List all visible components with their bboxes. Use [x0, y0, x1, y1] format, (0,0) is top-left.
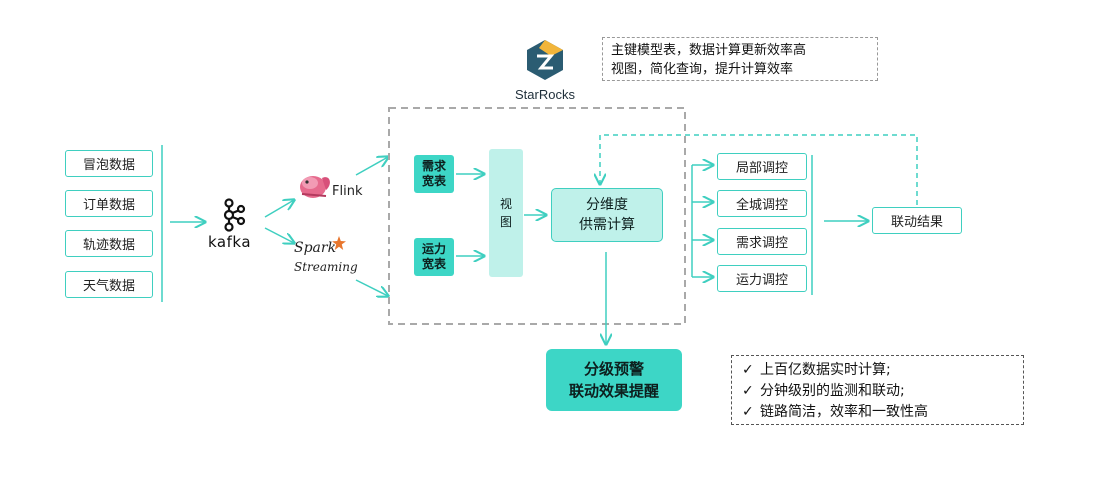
source-box-weather: 天气数据 [65, 271, 153, 298]
calc-line1: 分维度 [586, 197, 628, 213]
linkage-result: 联动结果 [872, 207, 962, 234]
source-box-bubble: 冒泡数据 [65, 150, 153, 177]
kafka-logo-icon [223, 198, 246, 232]
capacity-wide-table: 运力 宽表 [414, 238, 454, 276]
view-line1: 视 [499, 197, 512, 211]
demand-table-line2: 宽表 [421, 174, 446, 188]
benefit-item: ✓上百亿数据实时计算; [742, 360, 1013, 381]
check-icon: ✓ [742, 362, 754, 378]
benefit-item: ✓链路简洁，效率和一致性高 [742, 402, 1013, 423]
starrocks-note-line1: 主键模型表，数据计算更新效率高 [611, 43, 807, 58]
benefits-box: ✓上百亿数据实时计算; ✓分钟级别的监测和联动; ✓链路简洁，效率和一致性高 [731, 355, 1024, 425]
control-local: 局部调控 [717, 153, 807, 180]
flink-squirrel-icon [300, 176, 330, 198]
starrocks-label: StarRocks [515, 87, 575, 102]
starrocks-note-line2: 视图，简化查询，提升计算效率 [611, 62, 794, 77]
alert-line2: 联动效果提醒 [568, 382, 659, 400]
spark-star-icon [332, 236, 346, 250]
source-box-trajectory: 轨迹数据 [65, 230, 153, 257]
control-demand: 需求调控 [717, 228, 807, 255]
demand-wide-table: 需求 宽表 [414, 155, 454, 193]
kafka-logo: kafka [208, 198, 252, 254]
capacity-table-line2: 宽表 [421, 257, 446, 271]
alert-line1: 分级预警 [583, 360, 644, 378]
streaming-label: Streaming [294, 260, 358, 274]
control-capacity: 运力调控 [717, 265, 807, 292]
starrocks-note: 主键模型表，数据计算更新效率高 视图，简化查询，提升计算效率 [602, 37, 878, 81]
check-icon: ✓ [742, 383, 754, 399]
spark-label: Spark [294, 240, 337, 256]
control-city: 全城调控 [717, 190, 807, 217]
source-box-order: 订单数据 [65, 190, 153, 217]
benefit-item: ✓分钟级别的监测和联动; [742, 381, 1013, 402]
check-icon: ✓ [742, 404, 754, 420]
kafka-label: kafka [208, 233, 252, 251]
demand-table-line1: 需求 [421, 159, 446, 173]
spark-streaming-logo: Spark Streaming [292, 236, 372, 278]
flink-label: Flink [332, 184, 363, 199]
supply-demand-calc: 分维度 供需计算 [551, 188, 663, 242]
view-box: 视 图 [489, 149, 523, 277]
capacity-table-line1: 运力 [421, 242, 446, 256]
starrocks-logo: StarRocks [506, 38, 584, 106]
alert-box: 分级预警 联动效果提醒 [546, 349, 682, 411]
starrocks-logo-icon [527, 40, 563, 80]
view-line2: 图 [499, 215, 512, 229]
calc-line2: 供需计算 [579, 217, 635, 233]
flink-logo: Flink [298, 170, 370, 204]
